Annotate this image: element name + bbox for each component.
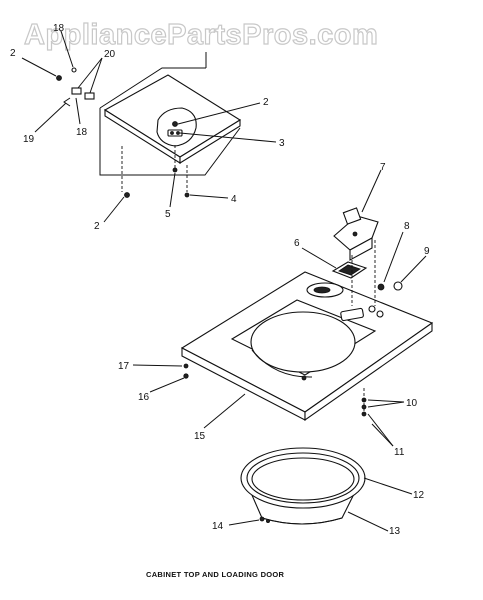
rear-port-hole — [313, 286, 331, 294]
callout-14: 14 — [212, 521, 224, 532]
latch-recess — [156, 107, 197, 147]
callout-9: 9 — [424, 246, 430, 257]
switch-bracket-tab — [342, 207, 362, 225]
nut-9 — [393, 281, 403, 291]
switch-bezel-opening — [338, 264, 361, 276]
cabinet-top-side-edge — [304, 321, 433, 422]
ring-leaders — [228, 477, 413, 532]
callout-16: 16 — [138, 392, 150, 403]
callout-labels: 2 18 20 19 18 2 3 2 5 4 7 6 8 9 17 16 15… — [10, 23, 430, 537]
loading-door-assembly — [56, 52, 242, 198]
latch-screw — [172, 121, 178, 127]
hinge-spring — [63, 97, 71, 107]
screw-8 — [377, 283, 385, 291]
callout-2: 2 — [94, 221, 100, 232]
door-frame-top — [99, 67, 206, 109]
callout-2: 2 — [10, 48, 16, 59]
hinge-bracket — [71, 87, 82, 95]
callout-18: 18 — [76, 127, 88, 138]
tub-ring-bottom — [261, 517, 343, 525]
door-frame-outline — [99, 108, 241, 176]
switch-assembly — [331, 207, 403, 306]
lid-switch-slot — [340, 307, 364, 322]
switch-bracket-screw — [352, 231, 358, 237]
cabinet-fasteners — [183, 363, 367, 417]
mount-hole-2 — [376, 310, 384, 318]
hinge-screw — [56, 75, 62, 81]
screw-17 — [183, 363, 189, 369]
door-ring-assembly — [240, 447, 366, 525]
callout-20: 20 — [104, 49, 116, 60]
ring-clip-14 — [259, 516, 265, 522]
tub-ring-opening — [251, 457, 355, 501]
hinge-screw-top — [71, 67, 77, 73]
latch-pin-left — [170, 131, 174, 135]
door-screw-5 — [172, 167, 178, 173]
clip-16 — [183, 373, 189, 379]
hinge-bracket-2 — [84, 92, 95, 100]
door-leaders — [21, 30, 277, 223]
callout-17: 17 — [118, 361, 130, 372]
loading-opening — [250, 311, 356, 373]
door-panel-edge-side — [179, 119, 241, 164]
diagram-caption: CABINET TOP AND LOADING DOOR — [146, 570, 285, 579]
callout-8: 8 — [404, 221, 410, 232]
callout-2: 2 — [263, 97, 269, 108]
callout-7: 7 — [380, 162, 386, 173]
callout-12: 12 — [413, 490, 425, 501]
callout-4: 4 — [231, 194, 237, 205]
opening-fastener — [301, 375, 307, 381]
callout-3: 3 — [279, 138, 285, 149]
callout-5: 5 — [165, 209, 171, 220]
callout-18: 18 — [53, 23, 65, 34]
switch-bracket-side — [349, 237, 373, 261]
door-washer-4 — [184, 192, 190, 198]
callout-13: 13 — [389, 526, 401, 537]
callout-11: 11 — [394, 447, 405, 458]
door-screw-bottom — [124, 192, 130, 198]
callout-15: 15 — [194, 431, 206, 442]
watermark: AppliancePartsPros.com — [24, 19, 378, 51]
ring-clip-14b — [265, 519, 270, 524]
cabinet-leaders — [132, 169, 427, 447]
latch-pin-right — [176, 131, 180, 135]
callout-19: 19 — [23, 134, 35, 145]
callout-6: 6 — [294, 238, 300, 249]
callout-10: 10 — [406, 398, 418, 409]
cabinet-top — [180, 271, 434, 422]
mount-hole-1 — [368, 305, 376, 313]
